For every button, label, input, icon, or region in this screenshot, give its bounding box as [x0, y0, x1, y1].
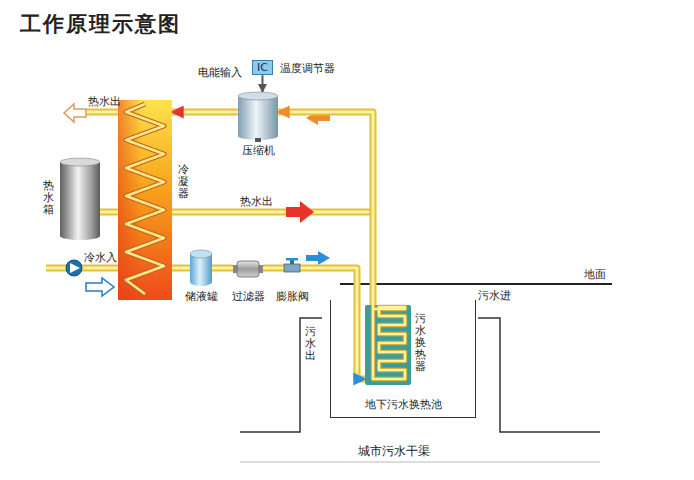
- node-label: 城市污水干渠: [240, 444, 548, 458]
- power-input-label: 电能输入: [198, 66, 242, 79]
- sewage-in-label: 污水进: [478, 289, 511, 302]
- pipe-connector: [300, 268, 365, 379]
- node-label: 污水换热器: [415, 313, 426, 373]
- flow-arrow: [306, 251, 330, 265]
- exchanger-body: [365, 305, 411, 385]
- sewage-out-label: 污水出: [305, 326, 316, 362]
- sewage-heat-exchanger: 污水换热器: [365, 305, 411, 385]
- cylinder-body: [60, 162, 100, 236]
- pipe-wall: [172, 109, 238, 116]
- pipe-core: [263, 267, 284, 270]
- cold-water-in-label: 冷水入: [84, 251, 117, 264]
- pipe-connector: [172, 112, 238, 113]
- compressor-figure: [238, 92, 278, 140]
- node-label: 温度调节器: [280, 62, 335, 75]
- liquid-receiver-figure: [190, 250, 212, 286]
- pipe-core: [100, 211, 118, 214]
- hot-water-pipe-core: [86, 111, 118, 114]
- filter-flange: [233, 265, 237, 273]
- hot-water-tank-figure: [60, 158, 100, 240]
- inflow-arrow: [86, 278, 114, 296]
- pipe-core: [300, 268, 365, 379]
- condenser-coil: [126, 104, 164, 294]
- node-label: 储液罐: [185, 290, 218, 303]
- hot-water-pipe: [172, 209, 372, 216]
- water-pump: [66, 260, 82, 276]
- hot-water-pipe: [86, 109, 118, 116]
- expansion-valve-figure: [284, 258, 300, 278]
- sewage-heat-exchanger-figure: [365, 305, 411, 385]
- ground-label: 地面: [584, 268, 606, 281]
- exchanger-coil: [373, 305, 405, 379]
- hot-water-out-label: 热水出: [88, 95, 121, 108]
- condenser-coil-core: [126, 104, 164, 294]
- hot-water-tank: 热水箱: [60, 158, 100, 240]
- pipe-wall: [100, 209, 118, 216]
- heat-exchange-pool: 地下污水换热池 污水换热器: [330, 300, 476, 418]
- channel-wall: [240, 318, 322, 432]
- compressor: 压缩机: [238, 92, 278, 140]
- filter-body: [237, 261, 259, 277]
- channel-base: [240, 462, 600, 463]
- node-label: 冷凝器: [178, 164, 189, 200]
- node-label: IC: [253, 61, 272, 74]
- node-label: 热水箱: [43, 180, 54, 216]
- hot-water-out-label: 热水出: [240, 195, 273, 208]
- cylinder-bottom: [60, 232, 100, 240]
- hot-water-pipe-core: [172, 211, 372, 214]
- filter-flange: [259, 265, 263, 273]
- filter-figure: [233, 260, 263, 278]
- compressor-foot: [255, 138, 261, 142]
- pipe-wall: [172, 265, 190, 272]
- temperature-controller: IC温度调节器: [252, 60, 273, 75]
- pipe-connector: [212, 268, 233, 269]
- ground-line: [340, 283, 612, 285]
- cylinder-body: [238, 96, 278, 136]
- filter: 过滤器: [233, 260, 263, 278]
- flow-arrow: [286, 201, 314, 223]
- pump-mark: [70, 263, 80, 273]
- cylinder-top: [60, 158, 100, 166]
- diagram-title: 工作原理示意图: [20, 10, 181, 38]
- pipe-connector: [172, 268, 190, 269]
- pipe-connector: [263, 268, 284, 269]
- node-label: 膨胀阀: [276, 290, 309, 303]
- cylinder-bottom: [190, 278, 212, 286]
- liquid-receiver: 储液罐: [190, 250, 212, 286]
- channel-wall: [478, 318, 600, 432]
- cylinder-top: [190, 250, 212, 258]
- pipe-core: [172, 267, 190, 270]
- node-label: 压缩机: [242, 144, 275, 157]
- expansion-valve: 膨胀阀: [284, 258, 300, 278]
- valve-handle: [286, 258, 298, 261]
- cylinder-top: [238, 92, 278, 100]
- pipe-wall: [263, 265, 284, 272]
- node-label: 过滤器: [232, 290, 265, 303]
- condenser-figure: [118, 100, 172, 300]
- pipe-core: [172, 111, 238, 114]
- pipe-wall: [212, 265, 233, 272]
- node-label: 地下污水换热池: [331, 398, 475, 411]
- pipe-wall: [300, 268, 365, 379]
- outflow-arrow: [64, 104, 86, 122]
- condenser: 冷凝器: [118, 100, 172, 300]
- valve-body: [284, 264, 300, 272]
- exchanger-coil-core: [373, 305, 405, 379]
- sewage-channel: 城市污水干渠 地下污水换热池 污水换热器: [240, 296, 548, 462]
- pipe-core: [212, 267, 233, 270]
- pipe-connector: [100, 212, 118, 213]
- pipe-connector: [262, 75, 263, 92]
- power-wire: [261, 75, 263, 92]
